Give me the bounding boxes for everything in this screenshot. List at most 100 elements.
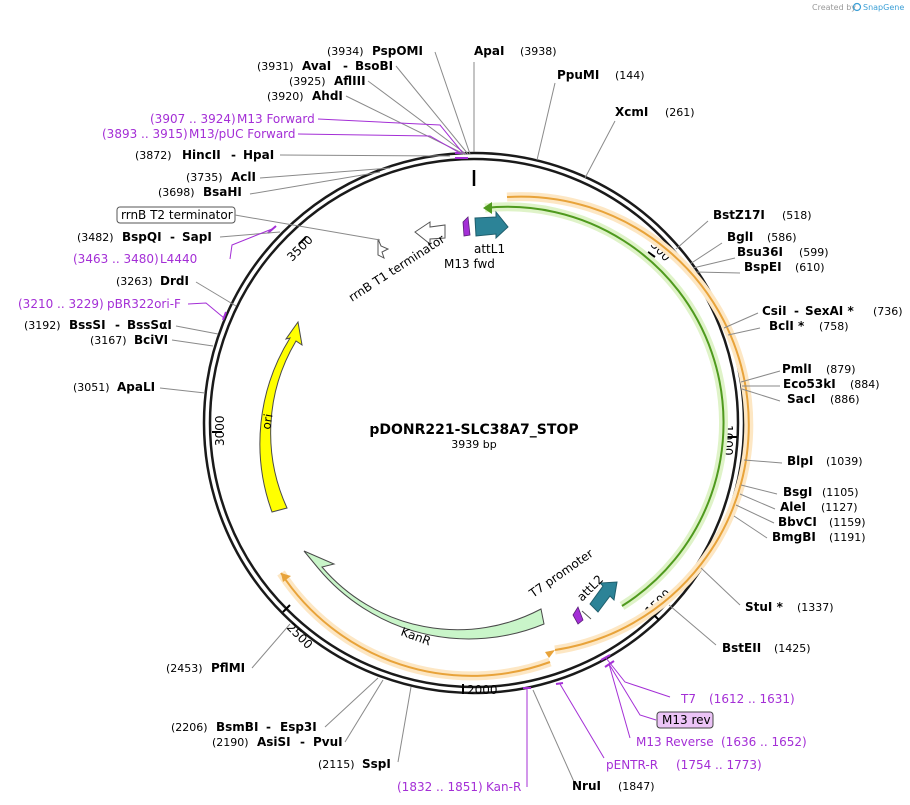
site-bbvci: BbvCI [778, 515, 817, 529]
primer-kan-r-range: (1832 .. 1851) [397, 780, 483, 794]
site-alei-pos: (1127) [821, 501, 858, 514]
tick-2500 [282, 604, 291, 613]
primer-leaders [187, 118, 671, 787]
primer-pentr-r-range: (1754 .. 1773) [676, 758, 762, 772]
site-bcli-pos: (758) [819, 320, 849, 333]
rrnB-T1-label: rrnB T1 terminator [346, 232, 447, 305]
primer-m13-forward-range: (3907 .. 3924) [150, 112, 236, 126]
site-alei: AleI [780, 500, 806, 514]
primer-m13-reverse: M13 Reverse [636, 735, 714, 749]
site-esp3i: Esp3I [280, 720, 317, 734]
site-bspei: BspEI [744, 260, 782, 274]
site-afliii-pos: (3925) [289, 75, 326, 88]
site-bspei-pos: (610) [795, 261, 825, 274]
site-bsteii: BstEII [722, 641, 761, 655]
site-saci-pos: (886) [830, 393, 860, 406]
site-bsmbi: BsmBI [216, 720, 258, 734]
primer-t7-range: (1612 .. 1631) [709, 692, 795, 706]
site-pspomi: PspOMI [372, 44, 423, 58]
svg-text:-: - [300, 735, 305, 749]
site-pmli: PmlI [782, 362, 812, 376]
site-bgli: BglI [727, 230, 753, 244]
site-labels: ApaI (3938) PpuMI (144) XcmI (261) BstZ1… [24, 44, 903, 793]
site-stui: StuI * [745, 600, 784, 614]
kan-orange-arc [280, 572, 551, 677]
rrnB-T2-leader [234, 214, 381, 241]
m13-fwd-label: M13 fwd [444, 257, 495, 271]
primer-m13-rev: M13 rev [662, 713, 711, 727]
site-blpi: BlpI [787, 454, 813, 468]
site-sexai: SexAI * [805, 304, 854, 318]
site-ppumi: PpuMI [557, 68, 599, 82]
site-bsu36i: Bsu36I [737, 245, 783, 259]
svg-text:-: - [266, 720, 271, 734]
site-bsssi: BssSI [69, 318, 106, 332]
primer-pentr-r: pENTR-R [606, 758, 658, 772]
site-hincii-pos: (3872) [135, 149, 172, 162]
site-bbvci-pos: (1159) [829, 516, 866, 529]
site-pvui: PvuI [313, 735, 343, 749]
t7-promoter-connector [581, 610, 592, 620]
backbone-inner-ring [208, 157, 740, 689]
site-bsssai: BssSαI [127, 318, 172, 332]
primer-m13puc-forward-range: (3893 .. 3915) [102, 127, 188, 141]
site-drdi: DrdI [160, 274, 189, 288]
site-hincii: HincII [182, 148, 221, 162]
site-bsmbi-pos: (2206) [171, 721, 208, 734]
site-sspi: SspI [362, 757, 391, 771]
attL1-label: attL1 [474, 242, 505, 256]
site-bstz17i: BstZ17I [713, 208, 765, 222]
site-bsahi: BsaHI [203, 185, 242, 199]
insert-green-arc [484, 205, 725, 607]
rrnB-T1-terminator-arrow [414, 221, 446, 246]
site-bstz17i-pos: (518) [782, 209, 812, 222]
credit-brand: SnapGene [863, 3, 904, 12]
site-csii-pos: (736) [873, 305, 903, 318]
site-ppumi-pos: (144) [615, 69, 645, 82]
site-hpai: HpaI [243, 148, 274, 162]
primer-m13-reverse-range: (1636 .. 1652) [721, 735, 807, 749]
site-stui-pos: (1337) [797, 601, 834, 614]
site-ahdi: AhdI [312, 89, 343, 103]
tick-500 [647, 251, 656, 258]
site-bsssi-pos: (3192) [24, 319, 61, 332]
site-apai: ApaI [474, 44, 504, 58]
site-pflmi: PflMI [211, 661, 245, 675]
tick-label-3000: 3000 [213, 415, 227, 446]
primer-kan-r: Kan-R [486, 780, 521, 794]
site-eco53ki-pos: (884) [850, 378, 880, 391]
site-bsahi-pos: (3698) [158, 186, 195, 199]
svg-text:-: - [115, 318, 120, 332]
site-sspi-pos: (2115) [318, 758, 355, 771]
site-apali: ApaLI [117, 380, 155, 394]
rrnB-T2-arrow [377, 238, 390, 259]
site-bsteii-pos: (1425) [774, 642, 811, 655]
site-bcivi-pos: (3167) [90, 334, 127, 347]
plasmid-name: pDONR221-SLC38A7_STOP [369, 422, 578, 438]
scale-ticks: 500 1000 1500 2000 2500 3000 3500 [212, 233, 737, 697]
site-pspomi-pos: (3934) [327, 45, 364, 58]
site-saci: SacI [787, 392, 815, 406]
site-bmgbi-pos: (1191) [829, 531, 866, 544]
site-bcli: BclI * [769, 319, 805, 333]
m13-fwd-arrow [462, 216, 471, 237]
primer-m13-rev-box [656, 711, 714, 729]
primer-pbr322ori-range: (3210 .. 3229) [18, 297, 104, 311]
site-nrui: NruI [572, 779, 601, 793]
svg-text:-: - [170, 230, 175, 244]
site-pflmi-pos: (2453) [166, 662, 203, 675]
primer-pbr322ori: pBR322ori-F [107, 297, 181, 311]
svg-text:-: - [231, 148, 236, 162]
ori-feature-arrow [259, 320, 303, 513]
site-bmgbi: BmgBI [772, 530, 816, 544]
primer-labels: (3907 .. 3924) M13 Forward (3893 .. 3915… [18, 112, 807, 794]
svg-text:-: - [343, 59, 348, 73]
kanR-feature-arrow [303, 550, 545, 640]
tick-3500 [298, 236, 307, 245]
primer-m13-forward: M13 Forward [237, 112, 315, 126]
tick-label-2000: 2000 [467, 683, 498, 697]
site-bsgi-pos: (1105) [822, 486, 859, 499]
snapgene-logo-icon [852, 2, 862, 12]
insert-green-arrowhead [483, 202, 492, 214]
